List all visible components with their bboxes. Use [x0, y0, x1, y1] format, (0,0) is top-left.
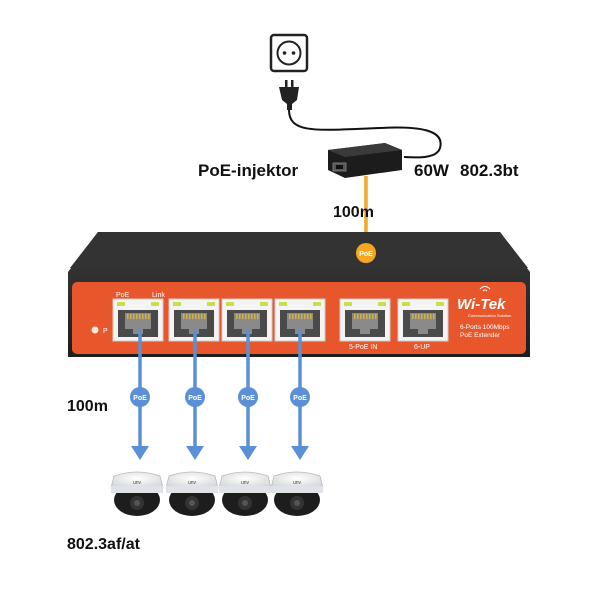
brand-tagline: Communication Solution	[468, 313, 511, 318]
injector-label: PoE-injektor	[198, 161, 299, 180]
model-line-1: 6-Ports 100Mbps	[460, 324, 510, 331]
ethernet-port-1	[112, 298, 164, 342]
power-cable	[288, 109, 442, 159]
camera-standard-label: 802.3af/at	[67, 536, 140, 553]
poe-out-badge-1	[130, 387, 150, 407]
poe-in-badge-text: PoE	[359, 251, 373, 258]
ethernet-port-5	[339, 298, 391, 342]
poe-out-badge-text-1: PoE	[133, 395, 147, 402]
poe-in-badge: PoE	[356, 243, 376, 263]
injector-power-label: 60W	[414, 161, 449, 180]
poe-out-badge-4	[290, 387, 310, 407]
dome-camera-icon: unv	[270, 471, 324, 516]
camera-brand: unv	[293, 480, 302, 486]
injector-standard-label: 802.3bt	[460, 161, 519, 180]
poe-out-badge-2	[185, 387, 205, 407]
poe-out-link-1: PoE	[130, 330, 150, 460]
poe-out-badge-text-3: PoE	[241, 395, 255, 402]
poe-out-link-3: PoE	[238, 330, 258, 460]
power-led-label: P	[103, 328, 108, 335]
dome-camera-icon: unv	[165, 471, 219, 516]
poe-out-link-4: PoE	[290, 330, 310, 460]
uplink-distance-label: 100m	[333, 204, 374, 221]
poe-out-badge-3	[238, 387, 258, 407]
brand-logo: Wi-Tek Communication Solution	[457, 286, 511, 318]
poe-injector-icon	[328, 143, 402, 178]
camera-brand: unv	[133, 480, 142, 486]
wall-socket-icon	[269, 33, 309, 73]
poe-out-link-2: PoE	[185, 330, 205, 460]
ethernet-port-6	[397, 298, 449, 342]
poe-out-badge-text-2: PoE	[188, 395, 202, 402]
dome-camera-icon: unv	[110, 471, 164, 516]
downlink-distance-label: 100m	[67, 398, 108, 415]
led-poe-label: PoE	[116, 292, 130, 299]
power-plug-icon	[279, 80, 299, 110]
model-line-2: PoE Extender	[460, 332, 501, 339]
power-led	[91, 326, 99, 334]
poe-out-badge-text-4: PoE	[293, 395, 307, 402]
dome-camera-icon: unv	[218, 471, 272, 516]
port5-label: 5-PoE IN	[349, 344, 377, 351]
port6-label: 6-UP	[414, 344, 430, 351]
led-link-label: Link	[152, 292, 165, 299]
camera-brand: unv	[241, 480, 250, 486]
brand-name: Wi-Tek	[457, 296, 506, 313]
camera-brand: unv	[188, 480, 197, 486]
